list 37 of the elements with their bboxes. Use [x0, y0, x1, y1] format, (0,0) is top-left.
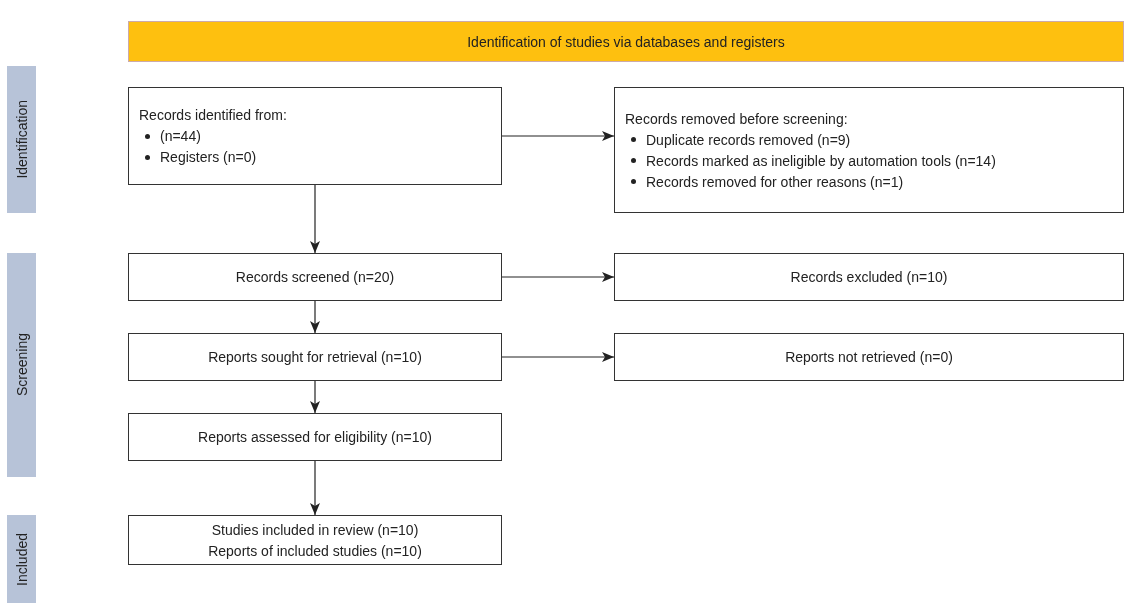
arrow — [310, 380, 320, 414]
box-text: Reports sought for retrieval (n=10) — [208, 348, 422, 366]
process-box — [128, 413, 502, 461]
bullet-text: Registers (n=0) — [160, 148, 257, 166]
process-box — [614, 253, 1124, 301]
arrow — [501, 272, 615, 282]
box-text: Reports assessed for eligibility (n=10) — [198, 428, 432, 446]
phase-label: Included — [13, 532, 30, 586]
process-box — [128, 253, 502, 301]
arrow — [310, 184, 320, 254]
box-text: Records excluded (n=10) — [790, 268, 948, 286]
box-text: Reports of included studies (n=10) — [208, 541, 422, 560]
banner-title: Identification of studies via databases and registers — [467, 32, 785, 51]
arrow — [310, 460, 320, 516]
phase-label: Screening — [13, 333, 30, 397]
box-heading: Records removed before screening: — [625, 109, 848, 128]
phase-band — [7, 515, 36, 603]
bullet-text: Duplicate records removed (n=9) — [646, 130, 851, 149]
process-box — [128, 333, 502, 381]
arrow — [501, 352, 615, 362]
box-text: Records screened (n=20) — [235, 268, 395, 286]
process-box — [614, 333, 1124, 381]
phase-label: Identification — [13, 100, 30, 179]
phase-band — [7, 66, 36, 213]
bullet-text: Records removed for other reasons (n=1) — [646, 172, 904, 191]
process-box — [128, 515, 502, 565]
arrow — [501, 131, 615, 141]
process-box — [614, 87, 1124, 213]
box-text: Studies included in review (n=10) — [211, 520, 419, 539]
bullet-text: Records marked as ineligible by automation tools (n=14) — [646, 151, 996, 170]
box-text: Reports not retrieved (n=0) — [785, 348, 953, 366]
box-heading: Records identified from: — [139, 106, 287, 124]
phase-band — [7, 253, 36, 477]
stage-banner — [128, 21, 1124, 62]
arrow — [310, 300, 320, 334]
process-box — [128, 87, 502, 185]
bullet-text: (n=44) — [160, 127, 201, 145]
